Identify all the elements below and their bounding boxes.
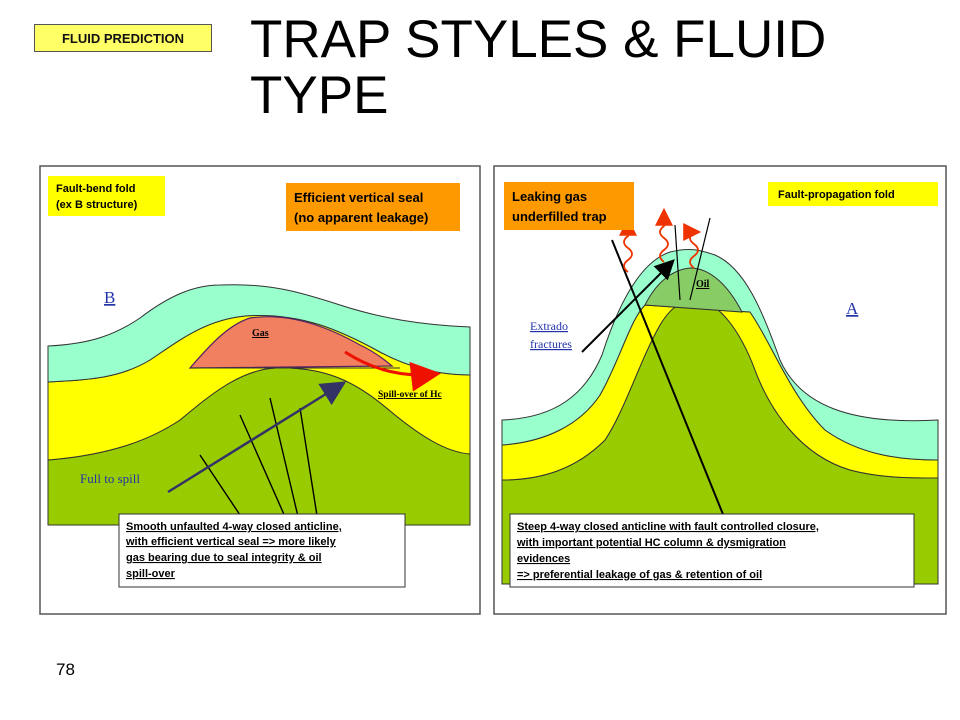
section-tag: FLUID PREDICTION [34,24,212,52]
leak-label-line-1: Leaking gas [512,189,587,204]
seal-label: Efficient vertical seal (no apparent lea… [286,183,460,231]
right-caption-line-3: evidences [517,553,570,565]
right-fold-label-text: Fault-propagation fold [778,189,895,201]
left-caption-line-3: gas bearing due to seal integrity & oil [126,552,322,564]
right-cyan-layer [501,248,939,461]
gas-label: Gas [252,328,269,339]
seal-label-line-2: (no apparent leakage) [294,210,428,225]
leak-label-line-2: underfilled trap [512,209,607,224]
migration-arrow [167,381,347,494]
right-fault-upper [674,224,681,301]
page-title: TRAP STYLES & FLUID TYPE [250,10,827,125]
right-caption-line-1: Steep 4-way closed anticline with fault … [517,521,819,533]
spill-label: Spill-over of Hc [378,390,442,400]
full-to-spill-label: Full to spill [80,471,140,486]
right-caption: Steep 4-way closed anticline with fault … [509,513,915,588]
marker-b: B [104,288,115,307]
left-cyan-layer [47,284,471,383]
spill-over-arrow [344,350,441,392]
left-panel: Fault-bend fold (ex B structure) Efficie… [39,165,481,615]
marker-a: A [846,299,859,318]
leak-label: Leaking gas underfilled trap [504,182,634,230]
left-fold-label: Fault-bend fold (ex B structure) [48,176,165,216]
left-caption: Smooth unfaulted 4-way closed anticline,… [118,513,406,588]
fracture-label-line-2: fractures [530,337,572,351]
fracture-label-line-1: Extrado [530,319,568,333]
right-caption-line-4: => preferential leakage of gas & retenti… [517,569,762,581]
left-fold-label-line-1: Fault-bend fold [56,183,135,195]
right-fault-splay [689,217,711,301]
fracture-arrow [581,259,675,353]
left-caption-line-1: Smooth unfaulted 4-way closed anticline, [126,521,342,533]
right-caption-line-2: with important potential HC column & dys… [516,537,786,549]
left-caption-line-4: spill-over [126,568,176,580]
left-fold-label-line-2: (ex B structure) [56,199,138,211]
right-fold-label: Fault-propagation fold [768,182,938,206]
gas-leak-arrows [619,207,700,273]
seal-label-line-1: Efficient vertical seal [294,190,423,205]
gas-accumulation [188,316,394,369]
oil-label: Oil [696,279,710,290]
right-panel: Leaking gas underfilled trap Fault-propa… [493,165,947,615]
left-caption-line-2: with efficient vertical seal => more lik… [125,536,337,548]
page-number: 78 [56,660,75,679]
